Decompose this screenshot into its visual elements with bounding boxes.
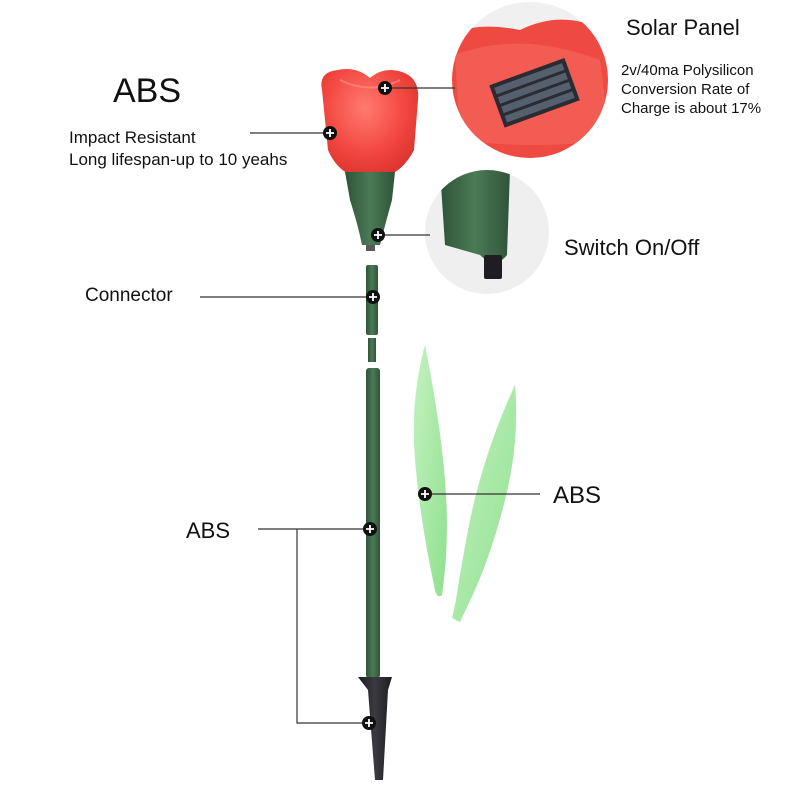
solar-panel-title: Solar Panel [626,15,740,40]
solar-spec-line3: Charge is about 17% [621,100,762,117]
impact-resistant-label: Impact Resistant [69,128,196,147]
tulip-flower [321,69,419,251]
leaves [413,345,517,622]
connector-label: Connector [85,285,173,306]
marker-connector [366,290,380,304]
marker-leaf [418,487,432,501]
abs-stem-label: ABS [186,518,231,543]
solar-spec-line1: 2v/40ma Polysilicon [621,62,754,79]
ground-stake [358,677,392,780]
switch-zoom [425,170,549,294]
connector-piece [366,265,378,362]
marker-solar [378,81,392,95]
marker-impact [323,126,337,140]
marker-switch [371,228,385,242]
marker-stake [362,716,376,730]
callout-markers [323,81,432,730]
abs-leaves-label: ABS [553,482,602,509]
solar-panel-zoom [452,2,608,158]
solar-spec-line2: Conversion Rate of [621,81,750,98]
leader-lines [200,87,540,724]
lifespan-label: Long lifespan-up to 10 yeahs [69,150,288,169]
abs-top-label: ABS [113,72,182,110]
marker-stem [363,522,377,536]
switch-label: Switch On/Off [564,235,700,260]
